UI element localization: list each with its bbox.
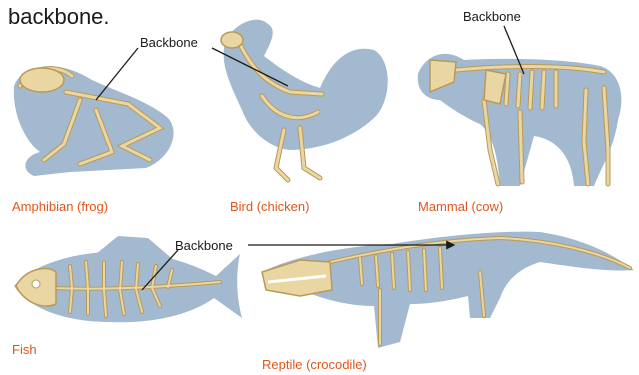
heading-text: backbone. — [8, 6, 110, 28]
backbone-label-cow: Backbone — [463, 10, 521, 23]
chicken-silhouette — [224, 20, 388, 150]
frog-illustration — [14, 66, 174, 176]
cow-illustration — [418, 54, 622, 186]
chicken-skull — [221, 32, 243, 48]
backbone-label-fish-crocodile: Backbone — [175, 239, 233, 252]
frog-skull — [20, 68, 64, 92]
caption-frog: Amphibian (frog) — [12, 200, 108, 213]
chicken-illustration — [221, 20, 388, 180]
fish-eye-socket — [32, 280, 40, 288]
caption-fish: Fish — [12, 343, 37, 356]
caption-cow: Mammal (cow) — [418, 200, 503, 213]
backbone-label-frog-chicken: Backbone — [140, 36, 198, 49]
caption-crocodile: Reptile (crocodile) — [262, 358, 367, 371]
caption-chicken: Bird (chicken) — [230, 200, 309, 213]
crocodile-illustration — [262, 232, 634, 348]
